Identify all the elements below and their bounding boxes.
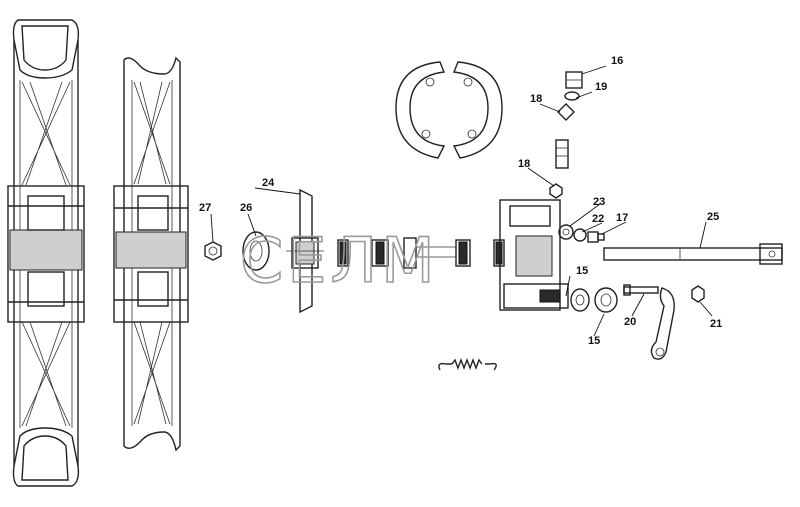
brake-backing-plate	[499, 199, 569, 311]
hex-nut-27	[204, 241, 222, 261]
callout-18-top: 18	[530, 93, 542, 105]
callout-15-upper: 15	[576, 265, 588, 277]
callout-24: 24	[262, 177, 275, 189]
brake-shoes	[395, 61, 503, 159]
spacer-washers-15	[570, 287, 618, 313]
callout-18-lower: 18	[518, 158, 530, 170]
spacer-ring-26	[242, 231, 270, 271]
wheel-rim-left	[7, 19, 85, 487]
return-spring	[438, 358, 497, 371]
callout-16: 16	[611, 55, 623, 67]
callout-21: 21	[710, 318, 722, 330]
cam-parts	[549, 71, 583, 199]
lever-assembly	[623, 284, 705, 360]
callout-20: 20	[624, 316, 636, 328]
callout-23: 23	[593, 196, 605, 208]
callout-25: 25	[707, 211, 719, 223]
bearing-stack	[337, 237, 505, 269]
callout-15-lower: 15	[588, 335, 600, 347]
wheel-rim-right	[113, 56, 189, 452]
washers-and-bolt	[558, 224, 605, 243]
callout-22: 22	[592, 213, 604, 225]
callout-19: 19	[595, 81, 607, 93]
watermark-text: СЕЛМ	[240, 224, 439, 297]
callout-labels: 16 18 19 18 24 27 26 23 22 17 25 15 15 2…	[199, 55, 722, 347]
axle-25	[603, 243, 783, 265]
callout-26: 26	[240, 202, 252, 214]
leader-lines	[210, 65, 713, 337]
hub-flange-24	[286, 188, 324, 314]
callout-27: 27	[199, 202, 211, 214]
callout-17: 17	[616, 212, 628, 224]
